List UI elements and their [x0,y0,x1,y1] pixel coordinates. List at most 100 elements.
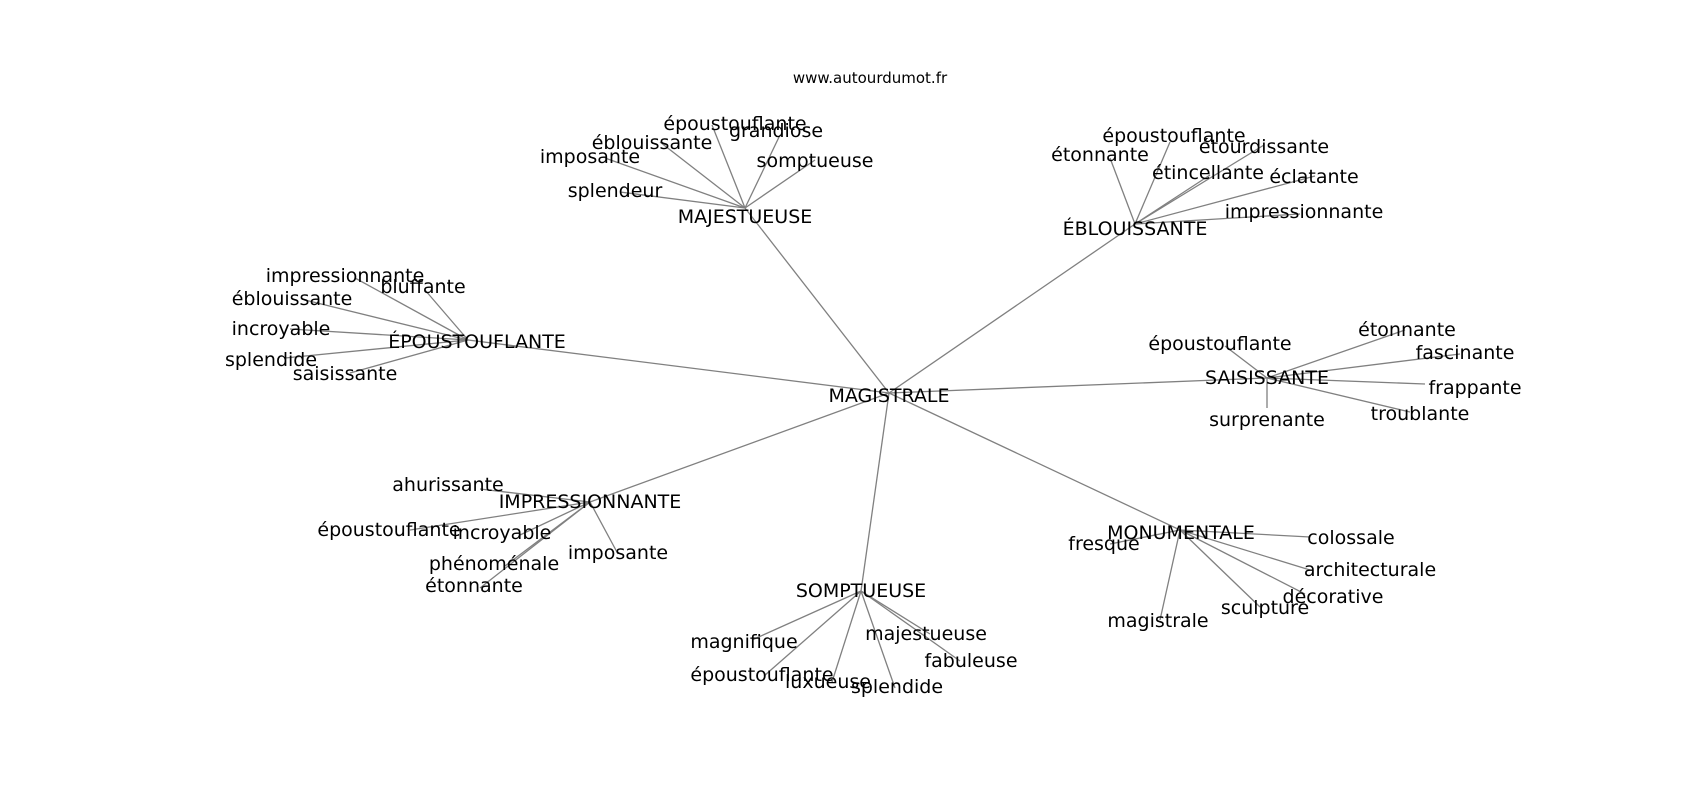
edge-eblouissante-5 [1134,213,1301,225]
word-label-eblouissante-3: étincellante [1152,162,1264,184]
word-label-saisissante-2: fascinante [1416,342,1515,364]
edge-somptueuse-5 [860,590,896,689]
edge-saisissante-2 [1266,353,1461,379]
word-label-eblouissante-2: étourdissante [1199,136,1329,158]
word-label-saisissante-1: étonnante [1358,319,1456,341]
word-label-somptueuse-4: luxueuse [785,671,871,693]
edge-epoustouflante-5 [349,339,469,374]
edge-majestueuse-0 [711,124,746,209]
word-label-majestueuse-1: grandiose [729,120,823,142]
word-label-impressionnante-3: imposante [568,542,668,564]
edge-majestueuse-1 [744,134,781,209]
word-label-monumentale-0: fresque [1068,533,1139,555]
edge-impressionnante-2 [519,501,591,536]
word-label-epoustouflante-2: éblouissante [232,288,353,310]
word-label-majestueuse-3: imposante [540,146,640,168]
hub-label-majestueuse: MAJESTUEUSE [678,206,813,228]
edge-saisissante-1 [1266,329,1406,379]
word-label-saisissante-3: frappante [1428,377,1521,399]
edge-center-monumentale [888,392,1181,531]
edge-impressionnante-1 [409,501,591,531]
edge-saisissante-0 [1224,345,1268,379]
labels: www.autourdumot.fr MAGISTRALE MAJESTUEUS… [225,69,1522,698]
edge-eblouissante-0 [1134,141,1171,225]
edge-eblouissante-4 [1134,175,1316,225]
word-label-majestueuse-0: époustouflante [663,113,806,135]
word-label-somptueuse-2: fabuleuse [924,650,1017,672]
edge-somptueuse-3 [763,590,862,677]
edge-impressionnante-0 [479,488,591,503]
edge-center-eblouissante [888,223,1136,394]
hub-label-saisissante: SAISISSANTE [1205,367,1329,389]
edges [284,124,1461,689]
edge-monumentale-0 [1109,529,1181,545]
edge-epoustouflante-2 [304,299,469,341]
watermark: www.autourdumot.fr [793,69,948,87]
word-label-epoustouflante-0: impressionnante [266,265,425,287]
edge-monumentale-5 [1159,529,1181,621]
word-label-impressionnante-4: phénoménale [429,553,559,575]
edge-impressionnante-5 [479,501,591,589]
word-label-majestueuse-2: éblouissante [592,132,713,154]
edge-center-saisissante [888,377,1268,394]
word-label-eblouissante-5: impressionnante [1225,201,1384,223]
word-label-monumentale-3: décorative [1283,586,1384,608]
word-label-saisissante-5: surprenante [1209,409,1325,431]
edge-somptueuse-0 [751,590,862,641]
word-label-impressionnante-1: époustouflante [317,519,460,541]
word-label-monumentale-1: colossale [1307,527,1394,549]
edge-majestueuse-3 [604,157,746,209]
hub-label-monumentale: MONUMENTALE [1107,522,1255,544]
edge-epoustouflante-1 [424,289,469,341]
edge-epoustouflante-0 [354,277,469,341]
edge-majestueuse-2 [659,141,746,209]
word-label-somptueuse-1: majestueuse [865,623,987,645]
word-label-epoustouflante-1: bluffante [380,276,465,298]
edge-majestueuse-5 [619,191,746,209]
hub-label-eblouissante: ÉBLOUISSANTE [1063,217,1208,240]
word-label-majestueuse-5: splendeur [568,180,663,202]
edge-somptueuse-4 [831,590,862,683]
word-label-eblouissante-0: époustouflante [1102,125,1245,147]
edge-eblouissante-2 [1134,144,1265,225]
word-label-somptueuse-0: magnifique [690,631,797,653]
word-label-somptueuse-3: époustouflante [690,664,833,686]
edge-somptueuse-1 [860,590,931,635]
edge-epoustouflante-3 [289,328,469,341]
word-label-eblouissante-1: étonnante [1051,144,1149,166]
word-label-majestueuse-4: somptueuse [757,150,874,172]
word-label-monumentale-4: sculpture [1221,597,1309,619]
edge-monumentale-4 [1179,529,1261,608]
hub-label-epoustouflante: ÉPOUSTOUFLANTE [388,330,566,353]
edge-eblouissante-3 [1134,174,1211,225]
word-label-impressionnante-0: ahurissante [392,474,503,496]
word-label-epoustouflante-3: incroyable [232,318,331,340]
word-label-impressionnante-5: étonnante [425,575,523,597]
edge-majestueuse-4 [744,159,816,209]
edge-saisissante-4 [1266,377,1411,413]
edge-monumentale-2 [1179,529,1311,571]
edge-center-epoustouflante [467,339,890,394]
edge-impressionnante-3 [589,501,619,555]
word-label-impressionnante-2: incroyable [453,522,552,544]
word-label-eblouissante-4: éclatante [1269,166,1358,188]
edge-epoustouflante-4 [284,339,469,359]
word-label-somptueuse-5: splendide [851,676,943,698]
edge-somptueuse-2 [860,590,961,662]
word-label-epoustouflante-5: saisissante [293,363,398,385]
edge-center-somptueuse [860,392,890,592]
word-label-epoustouflante-4: splendide [225,349,317,371]
word-label-monumentale-2: architecturale [1304,559,1436,581]
edge-saisissante-3 [1266,377,1426,385]
hub-label-somptueuse: SOMPTUEUSE [796,580,926,602]
word-label-saisissante-4: troublante [1371,403,1470,425]
edge-monumentale-1 [1179,529,1311,538]
edge-center-majestueuse [744,207,890,394]
word-label-monumentale-5: magistrale [1107,610,1208,632]
center-node-label: MAGISTRALE [828,385,949,407]
word-label-saisissante-0: époustouflante [1148,333,1291,355]
edge-center-impressionnante [589,392,890,503]
edge-monumentale-3 [1179,529,1306,595]
hub-label-impressionnante: IMPRESSIONNANTE [499,491,682,513]
